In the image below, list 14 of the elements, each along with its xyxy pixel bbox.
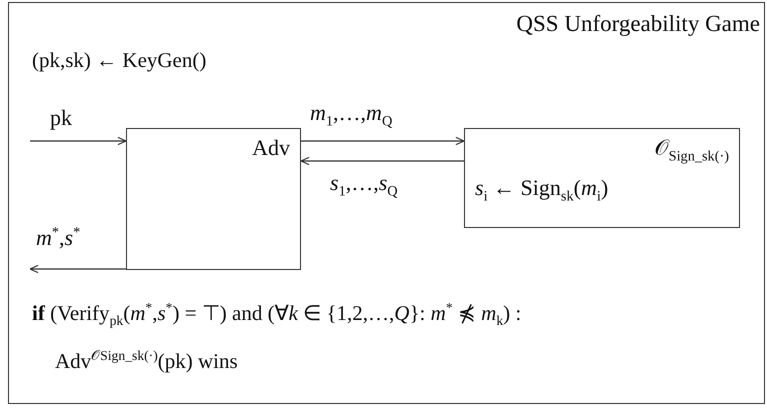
process-box — [464, 128, 740, 228]
box-formula: s$_{i}$ ← Sign$_{sk}$(m$_{i}$) — [475, 175, 608, 206]
arrow — [29, 264, 126, 274]
edge-label: m$^{*}$,s$^{*}$ — [34, 225, 82, 252]
formula-text: (pk,sk) ← KeyGen() — [32, 48, 206, 73]
formula-text: Adv$^{𝒪Sign_sk(·)}$(pk) wins — [55, 348, 238, 374]
box-heading: 𝒪$_{Sign_sk(·)}$ — [654, 135, 729, 166]
process-box — [126, 128, 301, 270]
arrow — [300, 156, 464, 166]
formula-text: if (Verify$_{pk}$(m$^{*}$,s$^{*}$) = ⊤) and (∀k ∈ {1,2,…,Q}: m$^{*}$ ⋠ m$_{k}$) : — [32, 300, 522, 330]
diagram-title: QSS Unforgeability Game — [516, 11, 760, 37]
arrow — [30, 136, 127, 146]
box-heading: Adv — [252, 135, 290, 161]
arrow — [301, 136, 465, 146]
